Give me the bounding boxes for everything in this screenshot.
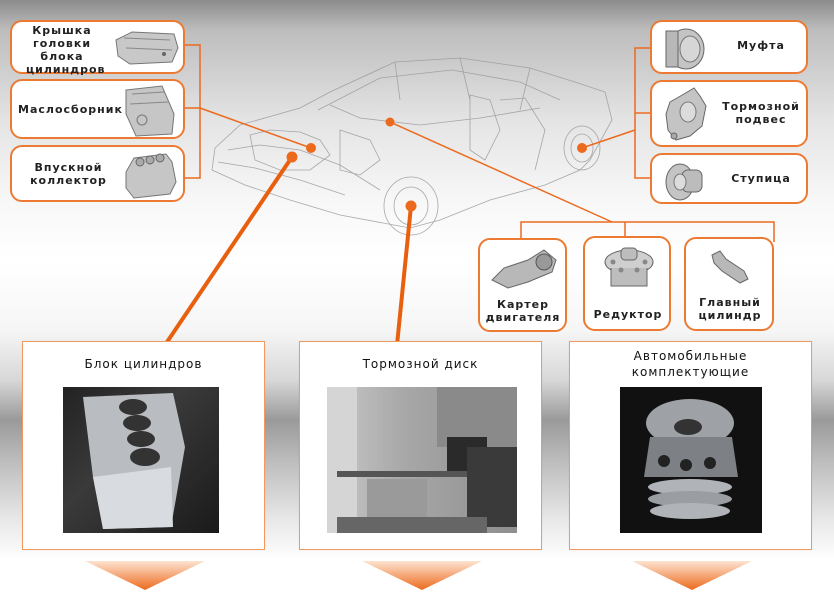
part-card-valve-cover[interactable]: Крышка головки блока цилиндров — [10, 20, 185, 76]
label-line: Крышка — [32, 24, 92, 37]
label-line: двигателя — [485, 311, 561, 324]
part-label: Впускной коллектор — [26, 161, 111, 187]
car-wireframe — [211, 57, 613, 236]
title-line: Автомобильные — [633, 349, 748, 363]
title-line: Тормозной диск — [362, 357, 479, 371]
part-card-gearbox[interactable]: Редуктор — [583, 236, 671, 331]
part-card-wheel-hub[interactable]: Ступица — [650, 153, 808, 204]
part-label: Муфта — [716, 39, 806, 52]
label-line: блока — [40, 50, 84, 63]
part-label: Крышка головки блока цилиндров — [26, 24, 106, 76]
engine-crankcase-icon — [491, 249, 557, 289]
part-label: Маслосборник — [18, 103, 123, 116]
label-line: Редуктор — [593, 308, 663, 321]
hotspot-engine-cover — [306, 143, 316, 153]
valve-cover-icon — [115, 31, 179, 65]
label-line: Маслосборник — [18, 103, 123, 116]
part-label: Ступица — [716, 172, 806, 185]
part-label: Тормозной подвес — [716, 100, 806, 126]
intake-manifold-icon — [125, 153, 177, 199]
label-line: головки — [32, 37, 92, 50]
label-line: цилиндров — [26, 63, 106, 76]
panel-brake-disc[interactable]: Тормозной диск — [299, 341, 542, 550]
down-arrow-icon — [632, 561, 752, 590]
label-line: Муфта — [737, 39, 785, 52]
hotspot-interior — [385, 117, 395, 127]
panel-cylinder-block[interactable]: Блок цилиндров — [22, 341, 265, 550]
part-label: Главный цилиндр — [686, 296, 774, 322]
title-line: комплектующие — [631, 365, 750, 379]
hotspot-rear-hub — [577, 143, 587, 153]
down-arrow-icon — [362, 561, 482, 590]
part-card-master-cylinder[interactable]: Главный цилиндр — [684, 237, 774, 331]
label-line: Тормозной — [722, 100, 800, 113]
gearbox-icon — [604, 247, 654, 287]
part-label: Картер двигателя — [480, 298, 566, 324]
brake-caliper-bracket-icon — [665, 87, 707, 141]
part-card-coupling[interactable]: Муфта — [650, 20, 808, 74]
auto-components-photo — [620, 387, 762, 533]
down-arrow-icon — [85, 561, 205, 590]
label-line: Главный — [699, 296, 761, 309]
master-cylinder-icon — [711, 250, 749, 284]
hotspot-brake-disc — [405, 200, 417, 212]
hotspot-cylinder-block — [286, 151, 298, 163]
panel-title: Автомобильные комплектующие — [570, 348, 811, 380]
label-line: подвес — [735, 113, 787, 126]
oil-pan-icon — [125, 85, 175, 137]
panel-auto-components[interactable]: Автомобильные комплектующие — [569, 341, 812, 550]
brake-disc-photo — [327, 387, 517, 533]
label-line: Впускной — [34, 161, 103, 174]
label-line: Картер — [497, 298, 549, 311]
label-line: коллектор — [30, 174, 107, 187]
part-card-oil-pan[interactable]: Маслосборник — [10, 79, 185, 139]
panel-title: Блок цилиндров — [23, 356, 264, 372]
label-line: цилиндр — [698, 309, 762, 322]
wheel-hub-icon — [665, 163, 703, 201]
title-line: Блок цилиндров — [84, 357, 203, 371]
coupling-icon — [665, 28, 705, 70]
part-card-brake-bracket[interactable]: Тормозной подвес — [650, 80, 808, 147]
part-card-intake-manifold[interactable]: Впускной коллектор — [10, 145, 185, 202]
cylinder-block-photo — [63, 387, 219, 533]
part-card-crankcase[interactable]: Картер двигателя — [478, 238, 567, 332]
down-arrows — [85, 561, 752, 590]
label-line: Ступица — [731, 172, 791, 185]
part-label: Редуктор — [585, 308, 671, 321]
panel-title: Тормозной диск — [300, 356, 541, 372]
